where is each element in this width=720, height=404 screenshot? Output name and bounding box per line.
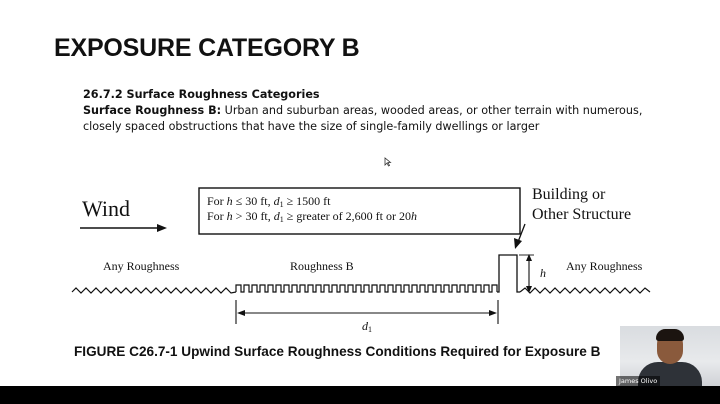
height-dimension-arrow-icon (519, 254, 534, 293)
distance-label: d1 (362, 319, 372, 334)
presenter-hair (656, 329, 684, 341)
mouse-cursor-icon (384, 157, 392, 167)
exposure-diagram: Wind For h ≤ 30 ft, d1 ≥ 1500 ft For h >… (71, 186, 651, 334)
roughness-b-label: Roughness B (290, 259, 354, 273)
distance-dimension-arrow-icon (235, 300, 499, 324)
ground-profile-right (519, 287, 651, 294)
slide-title: EXPOSURE CATEGORY B (54, 34, 360, 62)
building-label-line2: Other Structure (532, 206, 631, 223)
presentation-slide: EXPOSURE CATEGORY B 26.7.2 Surface Rough… (0, 0, 720, 386)
roughness-description: Surface Roughness B: Urban and suburban … (83, 103, 683, 119)
height-label: h (540, 266, 546, 280)
any-roughness-right-label: Any Roughness (566, 259, 643, 273)
wind-label: Wind (82, 196, 130, 221)
ground-profile-left (71, 287, 237, 294)
roughness-b-label: Surface Roughness B: (83, 104, 222, 117)
roughness-description-line1: Urban and suburban areas, wooded areas, … (221, 104, 643, 117)
roughness-description-line2: closely spaced obstructions that have th… (83, 120, 540, 133)
conditions-box (198, 187, 521, 235)
building-pointer-arrow-icon (514, 223, 526, 249)
building-label-line1: Building or (532, 186, 606, 203)
slide-body-text: 26.7.2 Surface Roughness Categories Surf… (83, 87, 683, 135)
any-roughness-left-label: Any Roughness (103, 259, 180, 273)
wind-arrow-icon (80, 224, 167, 232)
ground-profile-roughness-b (235, 284, 498, 293)
webcam-name-label: James Olivo (616, 376, 661, 386)
building-outline (497, 254, 520, 293)
condition-line-2: For h > 30 ft, d1 ≥ greater of 2,600 ft … (207, 209, 417, 224)
condition-line-1: For h ≤ 30 ft, d1 ≥ 1500 ft (207, 194, 331, 209)
bottom-letterbox-bar (0, 386, 720, 404)
section-heading: 26.7.2 Surface Roughness Categories (83, 88, 320, 101)
figure-caption: FIGURE C26.7-1 Upwind Surface Roughness … (74, 344, 601, 359)
